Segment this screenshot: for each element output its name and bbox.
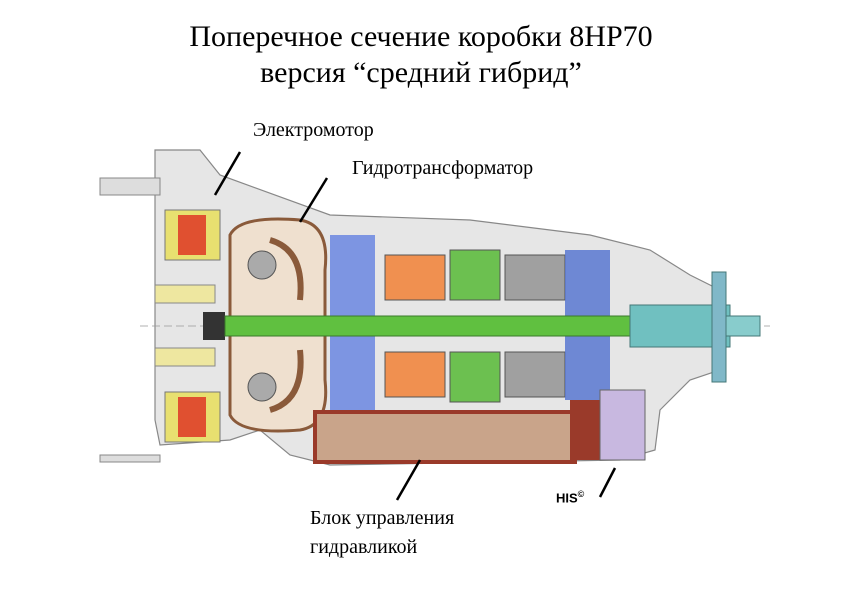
label-hydraulic-control-1: Блок управления: [310, 507, 455, 529]
leader-hydraulic-control: [395, 459, 422, 501]
leader-electric-motor: [213, 151, 242, 196]
clutch-pack-2: [449, 249, 501, 301]
clutch-pack-3: [504, 254, 566, 301]
label-hydraulic-control-2: гидравликой: [310, 536, 418, 558]
title-line-2: версия “средний гибрид”: [260, 56, 582, 89]
hydraulic-control-unit: [313, 410, 577, 464]
main-shaft: [224, 315, 636, 337]
label-electric-motor: Электромотор: [253, 119, 374, 141]
leader-his: [598, 467, 617, 498]
label-torque-converter: Гидротрансформатор: [352, 157, 534, 179]
his-watermark: HIS©: [556, 489, 584, 505]
planet-set-1: [384, 254, 446, 301]
his-text: HIS: [556, 490, 578, 506]
title-line-1: Поперечное сечение коробки 8HP70: [189, 20, 653, 53]
housing-flange: [99, 177, 161, 463]
copyright-mark: ©: [577, 489, 585, 499]
leader-torque-converter: [298, 177, 329, 223]
